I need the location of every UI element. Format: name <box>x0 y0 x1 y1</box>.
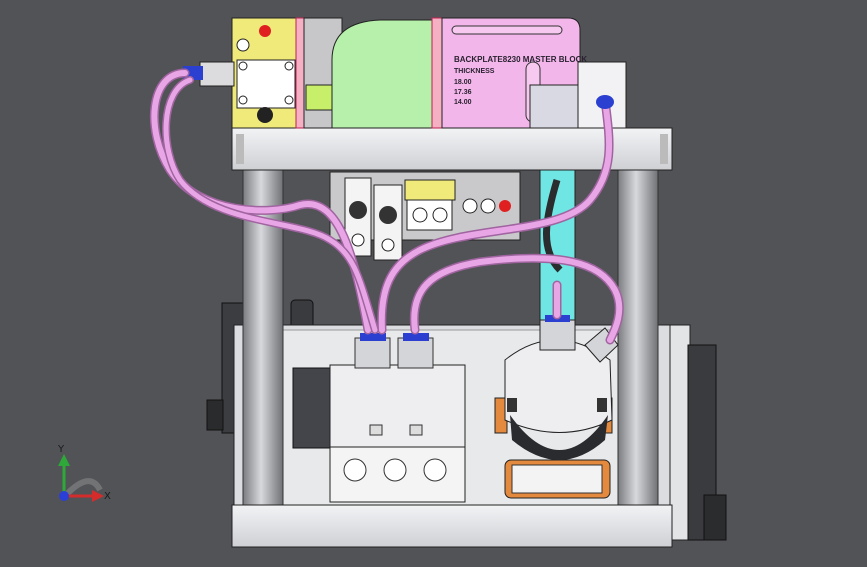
y-axis-label: Y <box>57 444 65 455</box>
plate-value-2: 17.36 <box>454 89 472 96</box>
z-axis-dot <box>59 491 69 501</box>
top-plate <box>231 127 673 171</box>
sensor-bracket <box>329 171 521 261</box>
solenoid-valve <box>292 333 466 503</box>
rotary-cylinder <box>494 315 619 499</box>
coordinate-triad: Y X <box>57 444 111 502</box>
pneumatic-tubes <box>149 68 624 345</box>
top-block-assembly <box>183 17 627 129</box>
plate-title: BACKPLATE8230 MASTER BLOCK <box>454 55 587 64</box>
tube-fitting <box>596 95 614 109</box>
x-axis-label: X <box>104 491 111 502</box>
plate-value-1: 18.00 <box>454 79 472 86</box>
plate-subtitle: THICKNESS <box>454 68 495 75</box>
plate-label: BACKPLATE8230 MASTER BLOCK THICKNESS 18.… <box>454 55 587 106</box>
guide-rod-right <box>617 169 659 506</box>
bottom-plate <box>231 504 673 548</box>
plate-value-3: 14.00 <box>454 99 472 106</box>
